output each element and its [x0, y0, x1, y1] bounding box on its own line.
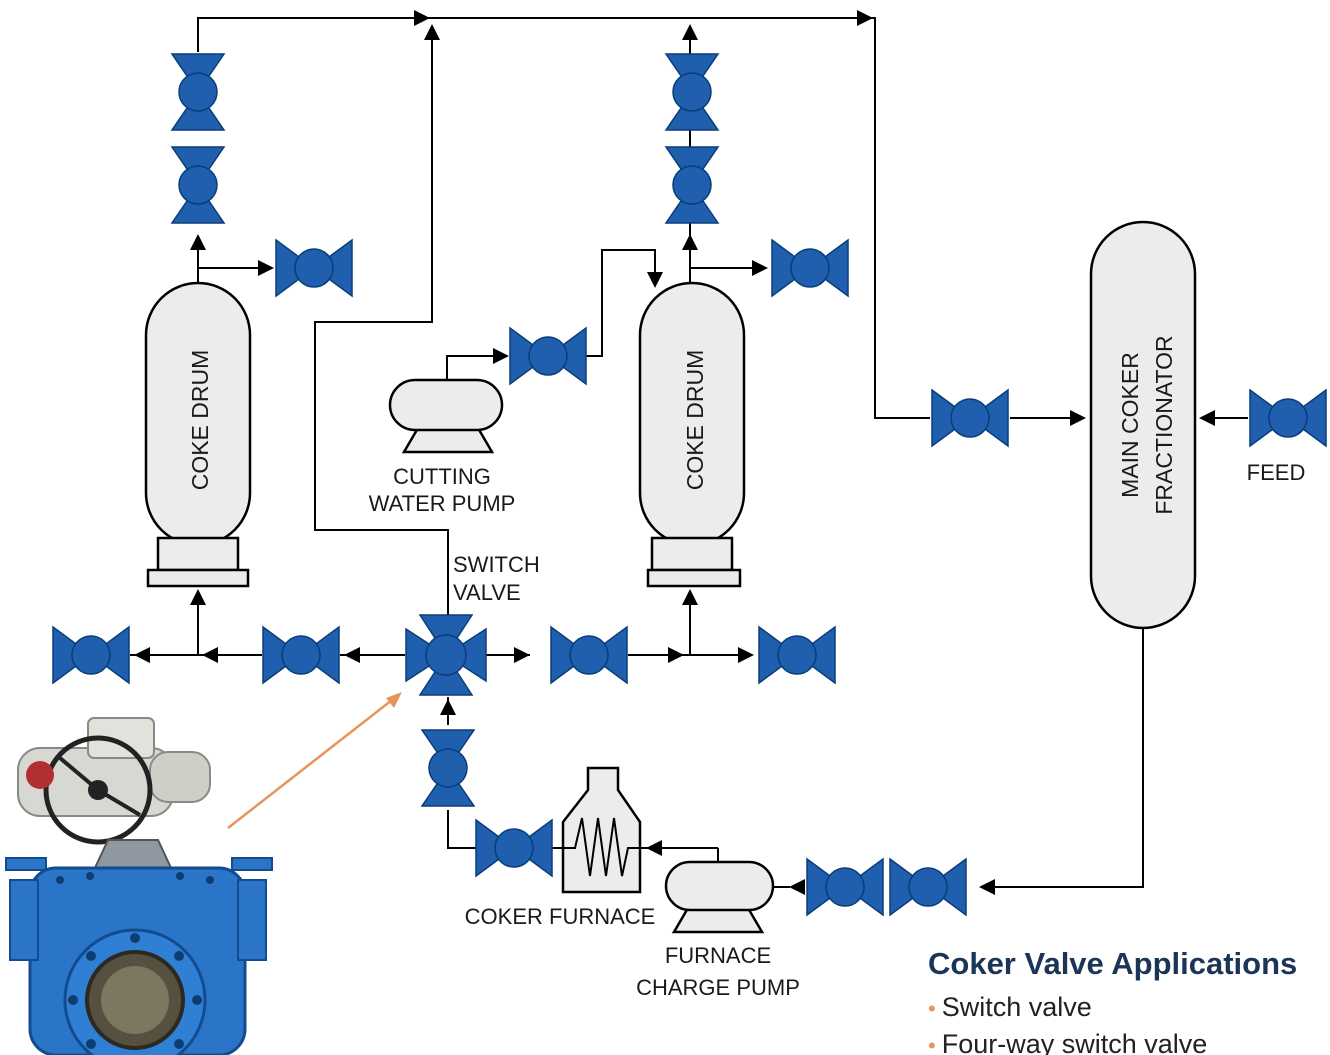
- switch-valve-label-1: SWITCH: [453, 552, 540, 577]
- list-item: •Switch valve: [928, 992, 1328, 1023]
- feed-label: FEED: [1247, 460, 1306, 485]
- valve-right-drain: [758, 626, 836, 684]
- coke-drum-right-label: COKE DRUM: [682, 350, 708, 491]
- applications-list: •Switch valve •Four-way switch valve: [928, 992, 1328, 1055]
- four-way-switch-valve-photo: [5, 717, 273, 1055]
- valve-left-top-1: [171, 53, 225, 131]
- fractionator-label-1: MAIN COKER: [1117, 352, 1143, 498]
- main-coker-fractionator: MAIN COKER FRACTIONATOR: [1089, 220, 1197, 630]
- valve-right-top-2: [665, 146, 719, 224]
- labels: CUTTING WATER PUMP SWITCH VALVE FEED COK…: [369, 460, 1306, 1000]
- valve-furnace-outlet: [421, 729, 475, 807]
- valve-fractionator-inlet: [931, 389, 1009, 447]
- valve-left-top-2: [171, 146, 225, 224]
- applications-title: Coker Valve Applications: [928, 946, 1298, 981]
- cutting-water-pump-label-2: WATER PUMP: [369, 491, 516, 516]
- furnace-charge-pump-label-1: FURNACE: [665, 943, 771, 968]
- valve-left-vent: [275, 239, 353, 297]
- four-way-switch-valve: [405, 614, 487, 696]
- valve-left-inlet: [262, 626, 340, 684]
- valve-right-top-1: [665, 53, 719, 131]
- coke-drum-right: COKE DRUM: [638, 281, 746, 588]
- switch-valve-label-2: VALVE: [453, 580, 521, 605]
- valve-feed: [1249, 389, 1327, 447]
- valve-right-inlet: [550, 626, 628, 684]
- furnace-charge-pump-label-2: CHARGE PUMP: [636, 975, 800, 1000]
- furnace-charge-pump: [664, 860, 775, 934]
- coker-furnace: [561, 766, 642, 894]
- fractionator-label-2: FRACTIONATOR: [1151, 335, 1177, 514]
- coker-valve-applications: Coker Valve Applications •Switch valve •…: [928, 946, 1328, 1055]
- valve-left-drain: [52, 626, 130, 684]
- valve-charge-1: [806, 858, 884, 916]
- coker-furnace-label: COKER FURNACE: [465, 904, 656, 929]
- valve-cutting-water: [509, 327, 587, 385]
- cutting-water-pump-label-1: CUTTING: [393, 464, 491, 489]
- list-item-text: Four-way switch valve: [941, 1029, 1208, 1055]
- cutting-water-pump: [388, 378, 504, 454]
- bullet-icon: •: [928, 1033, 936, 1055]
- coke-drum-left: COKE DRUM: [144, 281, 252, 588]
- coke-drum-left-label: COKE DRUM: [187, 350, 213, 491]
- pointer-arrow: [227, 692, 402, 829]
- valve-furnace-inlet: [475, 819, 553, 877]
- valves: [52, 53, 1327, 916]
- valve-charge-2: [889, 858, 967, 916]
- list-item-text: Switch valve: [941, 992, 1092, 1022]
- bullet-icon: •: [928, 996, 936, 1021]
- valve-right-vent: [771, 239, 849, 297]
- list-item: •Four-way switch valve: [928, 1029, 1328, 1055]
